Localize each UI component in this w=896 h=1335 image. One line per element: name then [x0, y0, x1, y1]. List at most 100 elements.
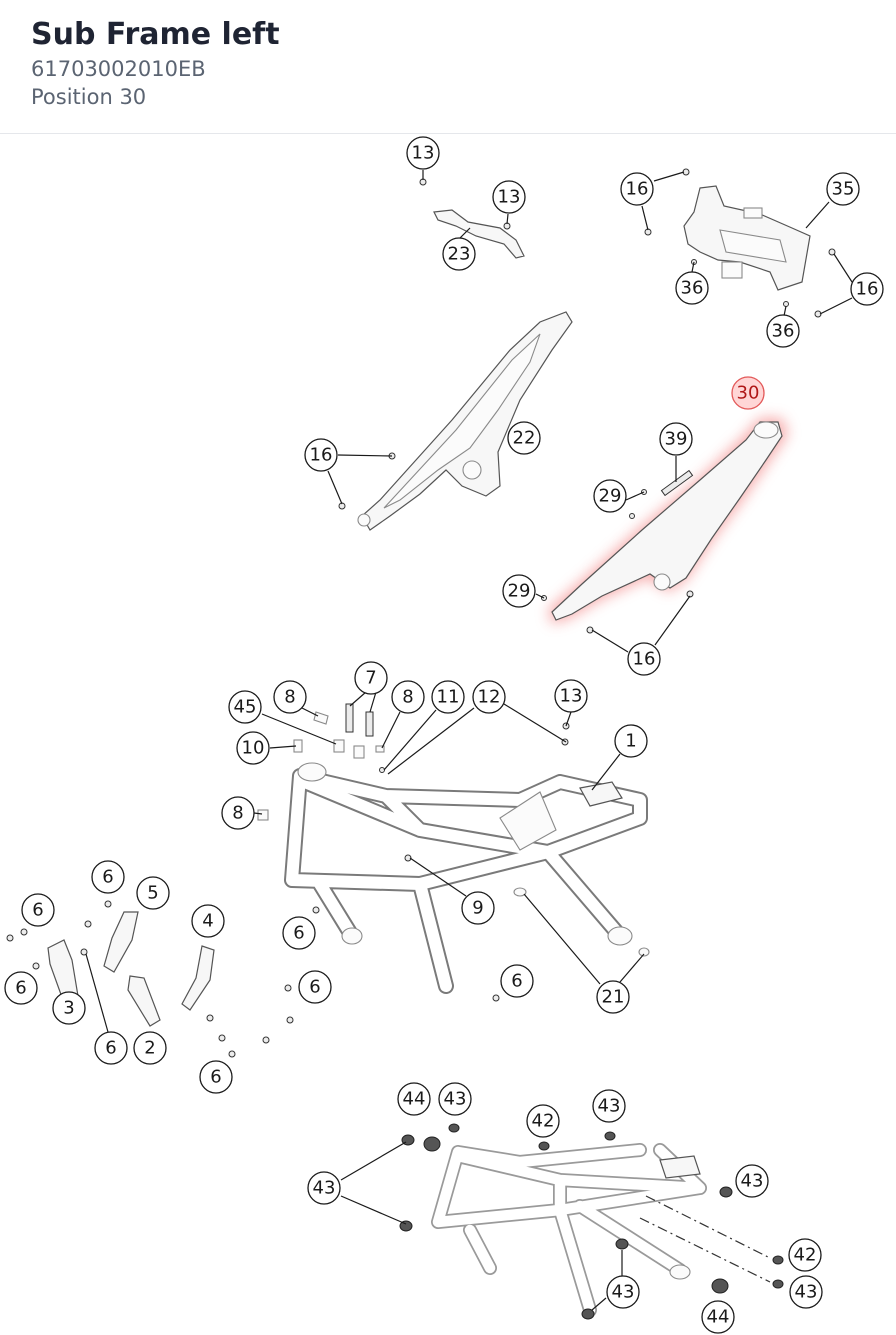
callout-39[interactable]: 39	[659, 422, 693, 456]
callout-7[interactable]: 7	[354, 661, 388, 695]
callout-30-highlighted[interactable]: 30	[731, 376, 765, 410]
callout-8[interactable]: 8	[221, 796, 255, 830]
svg-text:44: 44	[403, 1089, 426, 1110]
svg-text:6: 6	[32, 900, 43, 921]
svg-text:6: 6	[511, 971, 522, 992]
svg-text:35: 35	[832, 179, 855, 200]
svg-text:43: 43	[444, 1089, 467, 1110]
callout-23[interactable]: 23	[442, 237, 476, 271]
svg-text:6: 6	[293, 923, 304, 944]
frame-assembly-bottom	[399, 1123, 784, 1320]
page-header: Sub Frame left 61703002010EB Position 30	[0, 0, 896, 134]
callout-13[interactable]: 13	[492, 180, 526, 214]
callout-43[interactable]: 43	[592, 1089, 626, 1123]
callout-6[interactable]: 6	[500, 964, 534, 998]
position-label: Position 30	[31, 85, 147, 109]
callout-6[interactable]: 6	[199, 1060, 233, 1094]
callout-16[interactable]: 16	[627, 642, 661, 676]
svg-text:36: 36	[681, 278, 704, 299]
callout-36[interactable]: 36	[675, 271, 709, 305]
svg-text:43: 43	[313, 1178, 336, 1199]
callout-13[interactable]: 13	[554, 679, 588, 713]
callout-43[interactable]: 43	[438, 1082, 472, 1116]
svg-text:1: 1	[625, 731, 636, 752]
svg-text:6: 6	[15, 978, 26, 999]
callout-10[interactable]: 10	[236, 731, 270, 765]
callout-43[interactable]: 43	[606, 1275, 640, 1309]
svg-text:45: 45	[234, 697, 257, 718]
page-title: Sub Frame left	[31, 17, 280, 52]
svg-text:13: 13	[498, 187, 521, 208]
callout-13[interactable]: 13	[406, 136, 440, 170]
callout-2[interactable]: 2	[133, 1031, 167, 1065]
main-frame-1	[284, 738, 650, 994]
svg-text:30: 30	[737, 383, 760, 404]
callout-21[interactable]: 21	[596, 980, 630, 1014]
svg-text:16: 16	[856, 279, 879, 300]
callout-3[interactable]: 3	[52, 991, 86, 1025]
callout-6[interactable]: 6	[4, 971, 38, 1005]
callout-36[interactable]: 36	[766, 314, 800, 348]
svg-text:43: 43	[795, 1282, 818, 1303]
callout-29[interactable]: 29	[502, 574, 536, 608]
svg-text:39: 39	[665, 429, 688, 450]
svg-text:8: 8	[232, 803, 243, 824]
callout-6[interactable]: 6	[21, 893, 55, 927]
svg-text:23: 23	[448, 244, 471, 265]
callout-45[interactable]: 45	[228, 690, 262, 724]
svg-text:16: 16	[633, 649, 656, 670]
svg-text:16: 16	[626, 179, 649, 200]
callout-22[interactable]: 22	[507, 421, 541, 455]
svg-text:16: 16	[310, 445, 333, 466]
callout-42[interactable]: 42	[788, 1238, 822, 1272]
callout-6[interactable]: 6	[94, 1031, 128, 1065]
callout-8[interactable]: 8	[273, 680, 307, 714]
callout-43[interactable]: 43	[789, 1275, 823, 1309]
svg-text:6: 6	[210, 1067, 221, 1088]
callout-9[interactable]: 9	[461, 891, 495, 925]
callout-6[interactable]: 6	[282, 916, 316, 950]
svg-text:43: 43	[598, 1096, 621, 1117]
callout-5[interactable]: 5	[136, 876, 170, 910]
callout-11[interactable]: 11	[431, 680, 465, 714]
callout-44[interactable]: 44	[397, 1082, 431, 1116]
callout-4[interactable]: 4	[191, 904, 225, 938]
callout-43[interactable]: 43	[307, 1171, 341, 1205]
callout-16[interactable]: 16	[850, 272, 884, 306]
callout-12[interactable]: 12	[472, 680, 506, 714]
svg-text:44: 44	[707, 1307, 730, 1328]
callout-35[interactable]: 35	[826, 172, 860, 206]
callout-43[interactable]: 43	[735, 1164, 769, 1198]
svg-text:2: 2	[144, 1038, 155, 1059]
svg-text:10: 10	[242, 738, 265, 759]
callout-42[interactable]: 42	[526, 1104, 560, 1138]
subframe-30-highlighted	[541, 418, 788, 634]
callout-16[interactable]: 16	[304, 438, 338, 472]
cover-35	[644, 168, 836, 318]
svg-text:9: 9	[472, 898, 483, 919]
svg-text:12: 12	[478, 687, 501, 708]
svg-text:6: 6	[105, 1038, 116, 1059]
leader-lines	[85, 170, 853, 1311]
callout-16[interactable]: 16	[620, 172, 654, 206]
svg-text:42: 42	[532, 1111, 555, 1132]
svg-text:29: 29	[599, 486, 622, 507]
callout-1[interactable]: 1	[614, 724, 648, 758]
svg-text:5: 5	[147, 883, 158, 904]
callout-6[interactable]: 6	[91, 860, 125, 894]
callout-8[interactable]: 8	[391, 680, 425, 714]
svg-text:4: 4	[202, 911, 213, 932]
part-number: 61703002010EB	[31, 57, 206, 81]
svg-text:3: 3	[63, 998, 74, 1019]
svg-text:21: 21	[602, 987, 625, 1008]
callout-6[interactable]: 6	[298, 970, 332, 1004]
callout-44[interactable]: 44	[701, 1300, 735, 1334]
svg-text:13: 13	[412, 143, 435, 164]
svg-text:36: 36	[772, 321, 795, 342]
callout-29[interactable]: 29	[593, 479, 627, 513]
svg-text:6: 6	[102, 867, 113, 888]
svg-text:6: 6	[309, 977, 320, 998]
svg-text:43: 43	[612, 1282, 635, 1303]
svg-text:13: 13	[560, 686, 583, 707]
